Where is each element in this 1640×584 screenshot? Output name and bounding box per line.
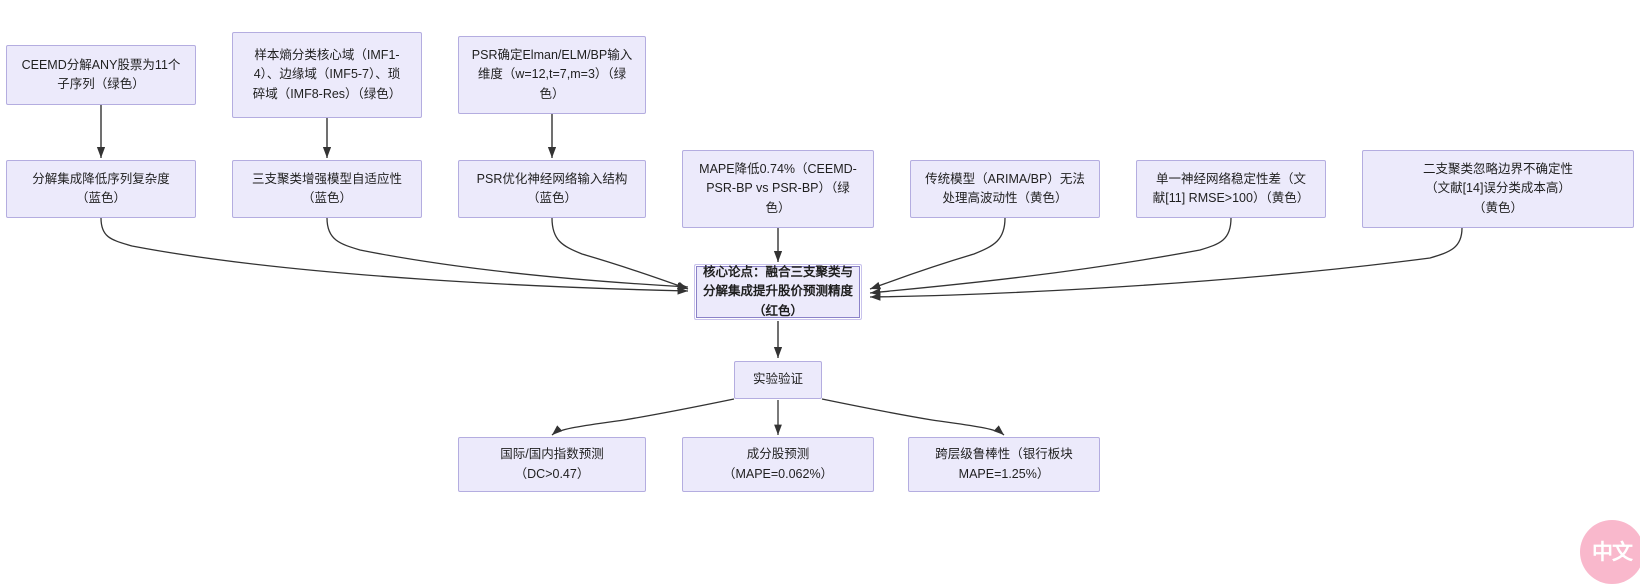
edge-n8-core <box>869 217 1006 290</box>
node-label: 二支聚类忽略边界不确定性 （文献[14]误分类成本高） （黄色） <box>1422 161 1573 215</box>
node-sample-entropy-classification[interactable]: 样本熵分类核心域（IMF1- 4）、边缘域（IMF5-7）、琐 碎域（IMF8-… <box>232 32 422 118</box>
watermark-text: 中文 <box>1592 540 1633 564</box>
node-result-constituent-stock-forecast[interactable]: 成分股预测 （MAPE=0.062%） <box>682 437 874 492</box>
node-ceemd-decomposition[interactable]: CEEMD分解ANY股票为11个 子序列（绿色） <box>6 45 196 105</box>
node-mape-improvement-evidence[interactable]: MAPE降低0.74%（CEEMD- PSR-BP vs PSR-BP）（绿 色… <box>682 150 874 228</box>
edge-n9-core <box>869 217 1232 296</box>
node-label: MAPE降低0.74%（CEEMD- PSR-BP vs PSR-BP）（绿 色… <box>699 161 857 215</box>
node-label: 传统模型（ARIMA/BP）无法 处理高波动性（黄色） <box>925 171 1085 205</box>
node-label: 国际/国内指数预测 （DC>0.47） <box>500 447 604 481</box>
node-three-way-clustering-adaptivity[interactable]: 三支聚类增强模型自适应性 （蓝色） <box>232 160 422 218</box>
node-result-index-forecast[interactable]: 国际/国内指数预测 （DC>0.47） <box>458 437 646 492</box>
node-two-way-clustering-gap[interactable]: 二支聚类忽略边界不确定性 （文献[14]误分类成本高） （黄色） <box>1362 150 1634 228</box>
node-label: 成分股预测 （MAPE=0.062%） <box>722 447 834 481</box>
edge-verify-r3 <box>821 398 1005 436</box>
edge-n5-core <box>326 217 689 291</box>
node-label: PSR优化神经网络输入结构 （蓝色） <box>476 171 628 205</box>
node-traditional-model-gap[interactable]: 传统模型（ARIMA/BP）无法 处理高波动性（黄色） <box>910 160 1100 218</box>
edge-n4-core <box>100 217 689 295</box>
node-label: 跨层级鲁棒性（银行板块 MAPE=1.25%） <box>935 447 1073 481</box>
watermark-badge: 中文 <box>1580 520 1640 584</box>
node-label: CEEMD分解ANY股票为11个 子序列（绿色） <box>21 57 181 91</box>
node-result-cross-level-robustness[interactable]: 跨层级鲁棒性（银行板块 MAPE=1.25%） <box>908 437 1100 492</box>
node-label: 样本熵分类核心域（IMF1- 4）、边缘域（IMF5-7）、琐 碎域（IMF8-… <box>252 47 402 101</box>
edge-n6-core <box>551 217 689 290</box>
node-single-network-instability-gap[interactable]: 单一神经网络稳定性差（文 献[11] RMSE>100）（黄色） <box>1136 160 1326 218</box>
edge-verify-r1 <box>551 398 735 436</box>
node-core-claim[interactable]: 核心论点：融合三支聚类与 分解集成提升股价预测精度 （红色） <box>694 264 862 320</box>
node-experimental-validation[interactable]: 实验验证 <box>734 361 822 399</box>
node-psr-optimizes-network-input[interactable]: PSR优化神经网络输入结构 （蓝色） <box>458 160 646 218</box>
node-label: 实验验证 <box>752 372 803 387</box>
node-label: PSR确定Elman/ELM/BP输入 维度（w=12,t=7,m=3）（绿 色… <box>471 47 633 101</box>
node-label: 单一神经网络稳定性差（文 献[11] RMSE>100）（黄色） <box>1152 171 1310 205</box>
edge-n10-core <box>869 227 1463 301</box>
node-decomposition-reduces-complexity[interactable]: 分解集成降低序列复杂度 （蓝色） <box>6 160 196 218</box>
node-label: 三支聚类增强模型自适应性 （蓝色） <box>251 171 402 205</box>
node-label: 分解集成降低序列复杂度 （蓝色） <box>32 171 170 205</box>
node-psr-input-dimension[interactable]: PSR确定Elman/ELM/BP输入 维度（w=12,t=7,m=3）（绿 色… <box>458 36 646 114</box>
node-label: 核心论点：融合三支聚类与 分解集成提升股价预测精度 （红色） <box>703 264 854 318</box>
